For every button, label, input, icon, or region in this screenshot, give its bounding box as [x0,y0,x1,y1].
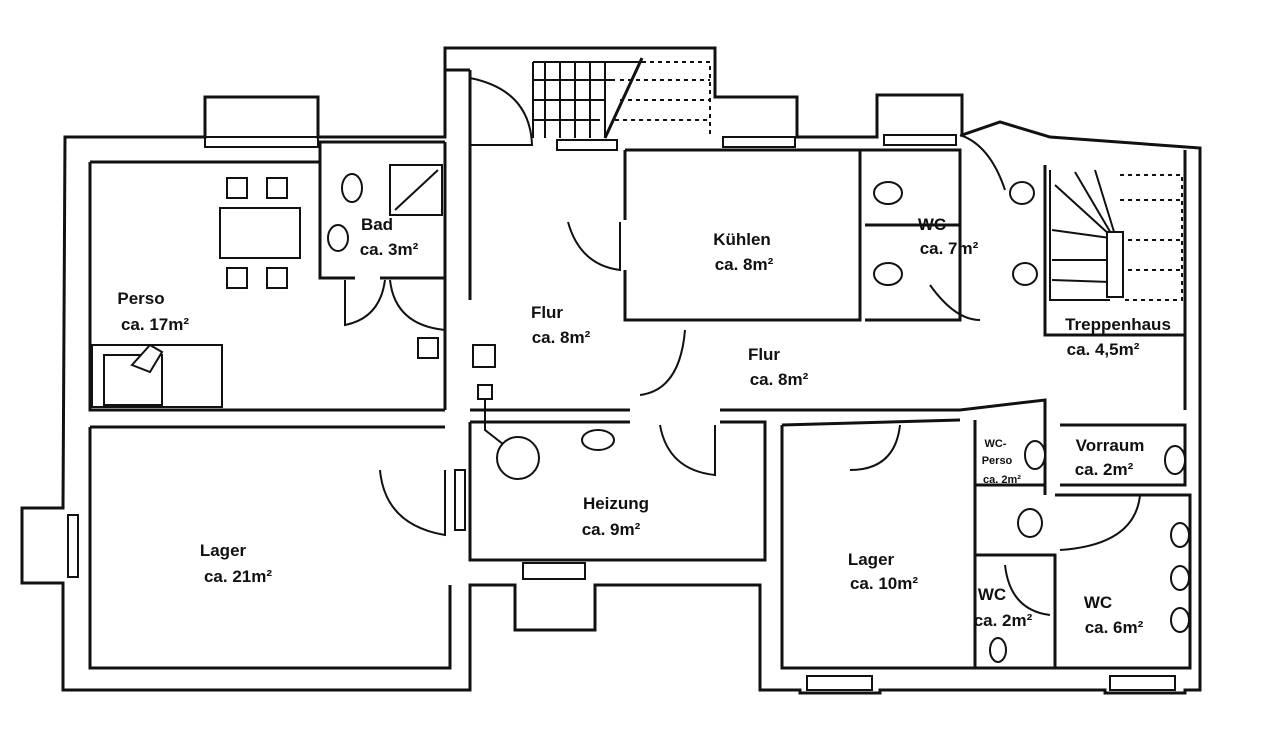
room-area-wcperso: ca. 2m² [983,474,1021,486]
room-area-lager21: ca. 21m² [204,567,272,586]
room-area-heizung: ca. 9m² [582,520,641,539]
stairs-top [532,57,711,139]
room-name-lager21: Lager [200,541,247,560]
room-area-wc2: ca. 2m² [974,611,1033,630]
room-name-wc7: WC [918,215,946,234]
room-name-perso: Perso [117,289,164,308]
room-name-wcperso-line1: WC- [984,438,1006,450]
outer-walls [20,46,1202,695]
room-name-vorraum: Vorraum [1076,436,1145,455]
room-name-flur2: Flur [748,345,780,364]
bathroom-fixtures [327,164,1190,663]
room-area-vorraum: ca. 2m² [1075,460,1134,479]
perso-furniture [91,177,439,408]
room-name-wc6: WC [1084,593,1112,612]
room-name-treppenhaus: Treppenhaus [1065,315,1171,334]
room-name-bad: Bad [361,215,393,234]
room-area-flur1: ca. 8m² [532,328,591,347]
room-area-bad: ca. 3m² [360,240,419,259]
room-name-flur1: Flur [531,303,563,322]
room-name-wcperso: WC- Perso [982,438,1013,467]
doors [344,77,1141,616]
windows [67,134,1176,691]
heating-fixtures [472,344,540,480]
room-area-perso: ca. 17m² [121,315,189,334]
room-area-flur2: ca. 8m² [750,370,809,389]
room-name-wc2: WC [978,585,1006,604]
room-area-wc7: ca. 7m² [920,239,979,258]
room-name-heizung: Heizung [583,494,649,513]
room-name-lager10: Lager [848,550,895,569]
room-name-kuehlen: Kühlen [713,230,771,249]
room-area-wc6: ca. 6m² [1085,618,1144,637]
stairs-treppenhaus [1049,169,1183,301]
room-area-kuehlen: ca. 8m² [715,255,774,274]
room-name-wcperso-line2: Perso [982,455,1013,467]
room-labels: Perso ca. 17m² Bad ca. 3m² Flur ca. 8m² … [117,215,1171,637]
room-area-lager10: ca. 10m² [850,574,918,593]
room-area-treppenhaus: ca. 4,5m² [1067,340,1140,359]
interior-walls [318,140,1192,670]
